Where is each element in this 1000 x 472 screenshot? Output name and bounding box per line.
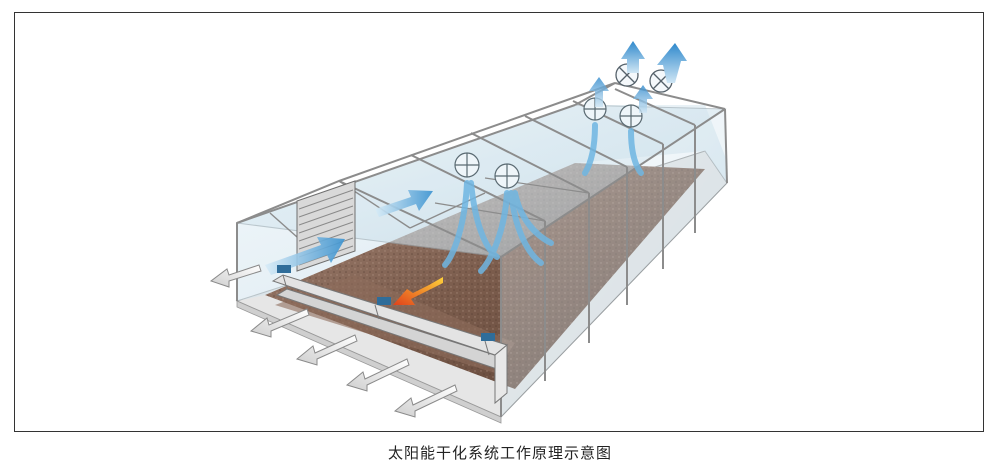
fan-jets: [442, 122, 644, 274]
fan-icon: [494, 163, 520, 189]
heat-arrow: [393, 277, 443, 305]
outflow-arrows: [209, 264, 458, 418]
steel-frame: [236, 82, 728, 417]
exhaust-arrows: [589, 41, 687, 113]
figure-caption: 太阳能干化系统工作原理示意图: [387, 444, 612, 462]
turning-machine: [271, 265, 509, 405]
solar-drying-greenhouse-illustration: [209, 41, 728, 424]
fan-icon: [454, 152, 480, 178]
fan-icon: [619, 104, 643, 128]
figure-frame: [14, 12, 984, 432]
ceiling-fans: [454, 97, 643, 189]
